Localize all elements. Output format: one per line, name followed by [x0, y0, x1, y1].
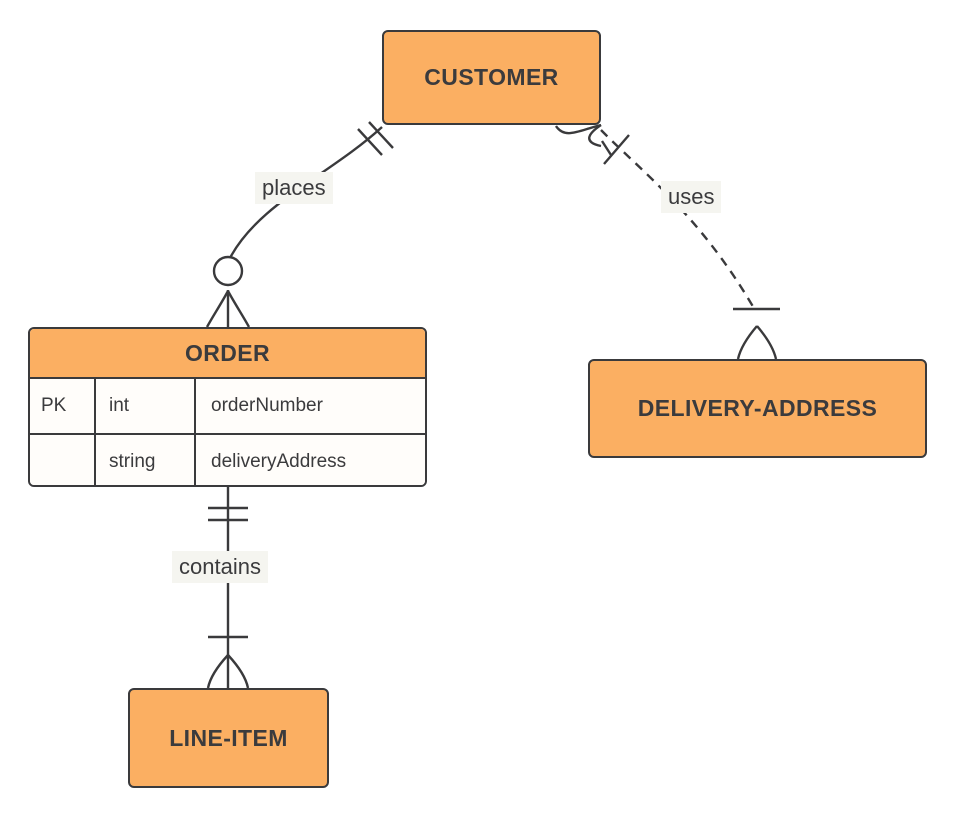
attribute-key-text: PK [41, 395, 67, 416]
attribute-key-cell: PK [30, 379, 96, 433]
entity-order-title: ORDER [184, 339, 271, 366]
attribute-type-text: string [109, 451, 156, 472]
places-marker-exactly-one [357, 121, 394, 156]
relationship-label-contains[interactable]: contains [172, 551, 268, 583]
entity-customer[interactable]: CUSTOMER [382, 30, 601, 125]
entity-order[interactable]: ORDER PK int orderNumber string delivery… [28, 327, 427, 487]
entity-customer-title: CUSTOMER [424, 64, 559, 90]
contains-marker-one-or-many [206, 635, 250, 689]
entity-delivery-address[interactable]: DELIVERY-ADDRESS [588, 359, 927, 458]
relationship-uses-connector[interactable] [554, 123, 780, 360]
relationship-label-uses[interactable]: uses [661, 181, 722, 213]
entity-delivery-address-title: DELIVERY-ADDRESS [637, 395, 878, 421]
attribute-type-text: int [109, 395, 130, 416]
attribute-name-cell: orderNumber [196, 379, 425, 433]
relationship-label-places[interactable]: places [255, 172, 333, 204]
entity-line-item[interactable]: LINE-ITEM [128, 688, 329, 788]
attribute-key-cell [30, 435, 96, 485]
uses-line [600, 129, 757, 311]
relationship-places-connector[interactable] [205, 121, 394, 328]
attribute-name-text: orderNumber [211, 395, 323, 416]
contains-marker-exactly-one [208, 506, 248, 522]
attribute-type-cell: string [96, 435, 196, 485]
places-marker-zero-or-many [205, 255, 251, 328]
uses-marker-one-or-many-customer [554, 123, 630, 165]
attribute-name-text: deliveryAddress [211, 451, 347, 472]
entity-line-item-title: LINE-ITEM [169, 724, 288, 751]
uses-marker-one-or-many-address [733, 307, 780, 360]
relationship-contains-connector[interactable] [206, 487, 250, 689]
attribute-type-cell: int [96, 379, 196, 433]
entity-order-header: ORDER [30, 329, 425, 379]
attribute-name-cell: deliveryAddress [196, 435, 425, 485]
table-row[interactable]: PK int orderNumber [30, 379, 425, 433]
table-row[interactable]: string deliveryAddress [30, 433, 425, 485]
